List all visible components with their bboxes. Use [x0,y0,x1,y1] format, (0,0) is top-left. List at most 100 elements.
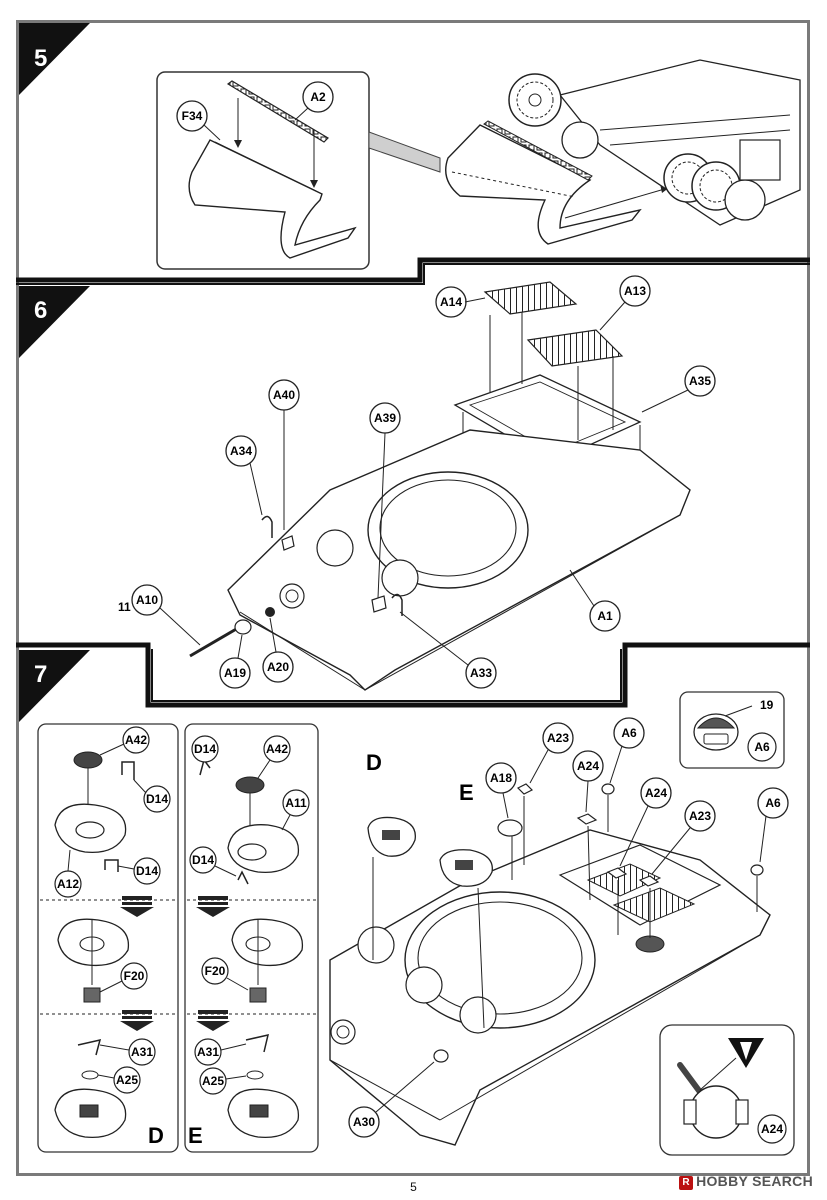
callout-a40 [268,379,300,530]
callout-f34-label: F34 [182,109,203,123]
step6-hull-a1 [227,429,691,691]
callout-e-d14-top-label: D14 [194,742,216,756]
callout-e-a42 [257,735,291,779]
arrow-down-e2 [196,1010,230,1031]
callout-a33-label: A33 [470,666,492,680]
inset-callout-a6 [747,732,777,762]
inset-note-19: 19 [760,698,774,712]
arrow-down-d2 [120,1010,154,1031]
callout-a1 [569,569,621,632]
step-5-badge [19,23,90,95]
callout-a14 [435,286,486,318]
callout-a13-label: A13 [624,284,646,298]
callout-a10 [131,584,201,646]
callout-a34-label: A34 [230,444,252,458]
callout-a13 [599,275,651,331]
callout-e-f20 [201,957,249,991]
callout-a2-label: A2 [310,90,326,104]
step5-hull-assembly [445,59,801,245]
callout-e-d14-bottom [189,846,237,877]
callout-a1-label: A1 [597,609,613,623]
callout-main-a24-left [572,750,604,813]
callout-a34 [225,435,263,516]
callout-main-a6-top [609,717,645,784]
callout-a20-label: A20 [267,660,289,674]
callout-main-a24-right [619,777,672,867]
hatch-d-stage1 [54,751,135,872]
callout-e-f20-label: F20 [205,964,226,978]
callout-d-f20 [99,962,148,993]
hatch-d-stage3 [54,1038,127,1139]
callout-a39 [369,402,401,599]
main-label-e: E [459,780,474,805]
step5-front-plate-part-a2 [226,80,329,143]
step-6-number: 6 [34,297,47,324]
step6-grille-a13 [526,329,624,367]
callout-d-a42-label: A42 [125,733,147,747]
callout-a35 [641,365,716,413]
callout-d-f20-label: F20 [124,969,145,983]
callout-main-a30-label: A30 [353,1115,375,1129]
section-divider-7 [16,642,810,708]
arrow-down-d1 [120,896,154,917]
watermark-text: HOBBY SEARCH [696,1173,813,1189]
step-6-badge [19,286,90,358]
callout-d-a42 [99,726,150,756]
callout-d-a25 [97,1066,141,1094]
step-5-number: 5 [34,45,47,72]
hatch-e-stage3 [227,1034,300,1139]
step7-assembly-lines [372,795,758,1029]
callout-f34 [176,100,221,141]
callout-a19-label: A19 [224,666,246,680]
callout-main-a30 [348,1061,435,1138]
callout-a40-label: A40 [273,388,295,402]
callout-d-d14-bottom [117,857,161,885]
inset-top-right [679,691,785,769]
callout-main-a18-label: A18 [490,771,512,785]
step7-hull [329,829,771,1146]
callout-d-a31-label: A31 [131,1045,153,1059]
callout-d-a31 [99,1038,156,1066]
callout-a14-label: A14 [440,295,462,309]
subassembly-e-title: E [188,1123,203,1148]
callout-main-a6-right-label: A6 [765,796,781,810]
callout-d-a12 [54,849,82,898]
inset-callout-a24 [757,1114,787,1144]
page-number: 5 [410,1180,417,1194]
step-7-number: 7 [34,661,47,688]
callout-a33 [399,611,497,689]
callout-d-d14-top-label: D14 [146,792,168,806]
hatch-e-stage2 [231,918,304,1003]
callout-main-a24-right-label: A24 [645,786,667,800]
section-divider-6 [16,257,810,285]
callout-e-a11-label: A11 [285,796,307,810]
step5-front-hull-part-f34 [188,98,357,259]
callout-main-a6-top-label: A6 [621,726,637,740]
callout-e-a42-label: A42 [266,742,288,756]
callout-e-d14-bottom-label: D14 [192,853,214,867]
callout-main-a23-right [651,800,716,875]
callout-e-a25-label: A25 [202,1074,224,1088]
callout-main-a18 [485,762,517,819]
callout-main-a23-left [529,722,574,784]
callout-main-a23-right-label: A23 [689,809,711,823]
callout-a35-label: A35 [689,374,711,388]
callout-a19 [219,634,251,689]
callout-main-a23-left-label: A23 [547,731,569,745]
step6-grille-a14 [483,281,578,315]
watermark-logo-icon: R [679,1176,694,1190]
inset-callout-a24-label: A24 [761,1122,783,1136]
callout-a20 [262,617,294,683]
step6-small-parts [189,515,403,658]
callout-e-a31 [194,1038,247,1066]
callout-main-a6-right [757,787,789,863]
callout-a39-label: A39 [374,411,396,425]
hatch-e-stage1 [199,758,300,885]
callout-d-d14-bottom-label: D14 [136,864,158,878]
callout-e-a31-label: A31 [197,1045,219,1059]
quantity-note-11: 11 [118,600,131,614]
callout-e-a25 [199,1067,247,1095]
callout-d-a25-label: A25 [116,1073,138,1087]
